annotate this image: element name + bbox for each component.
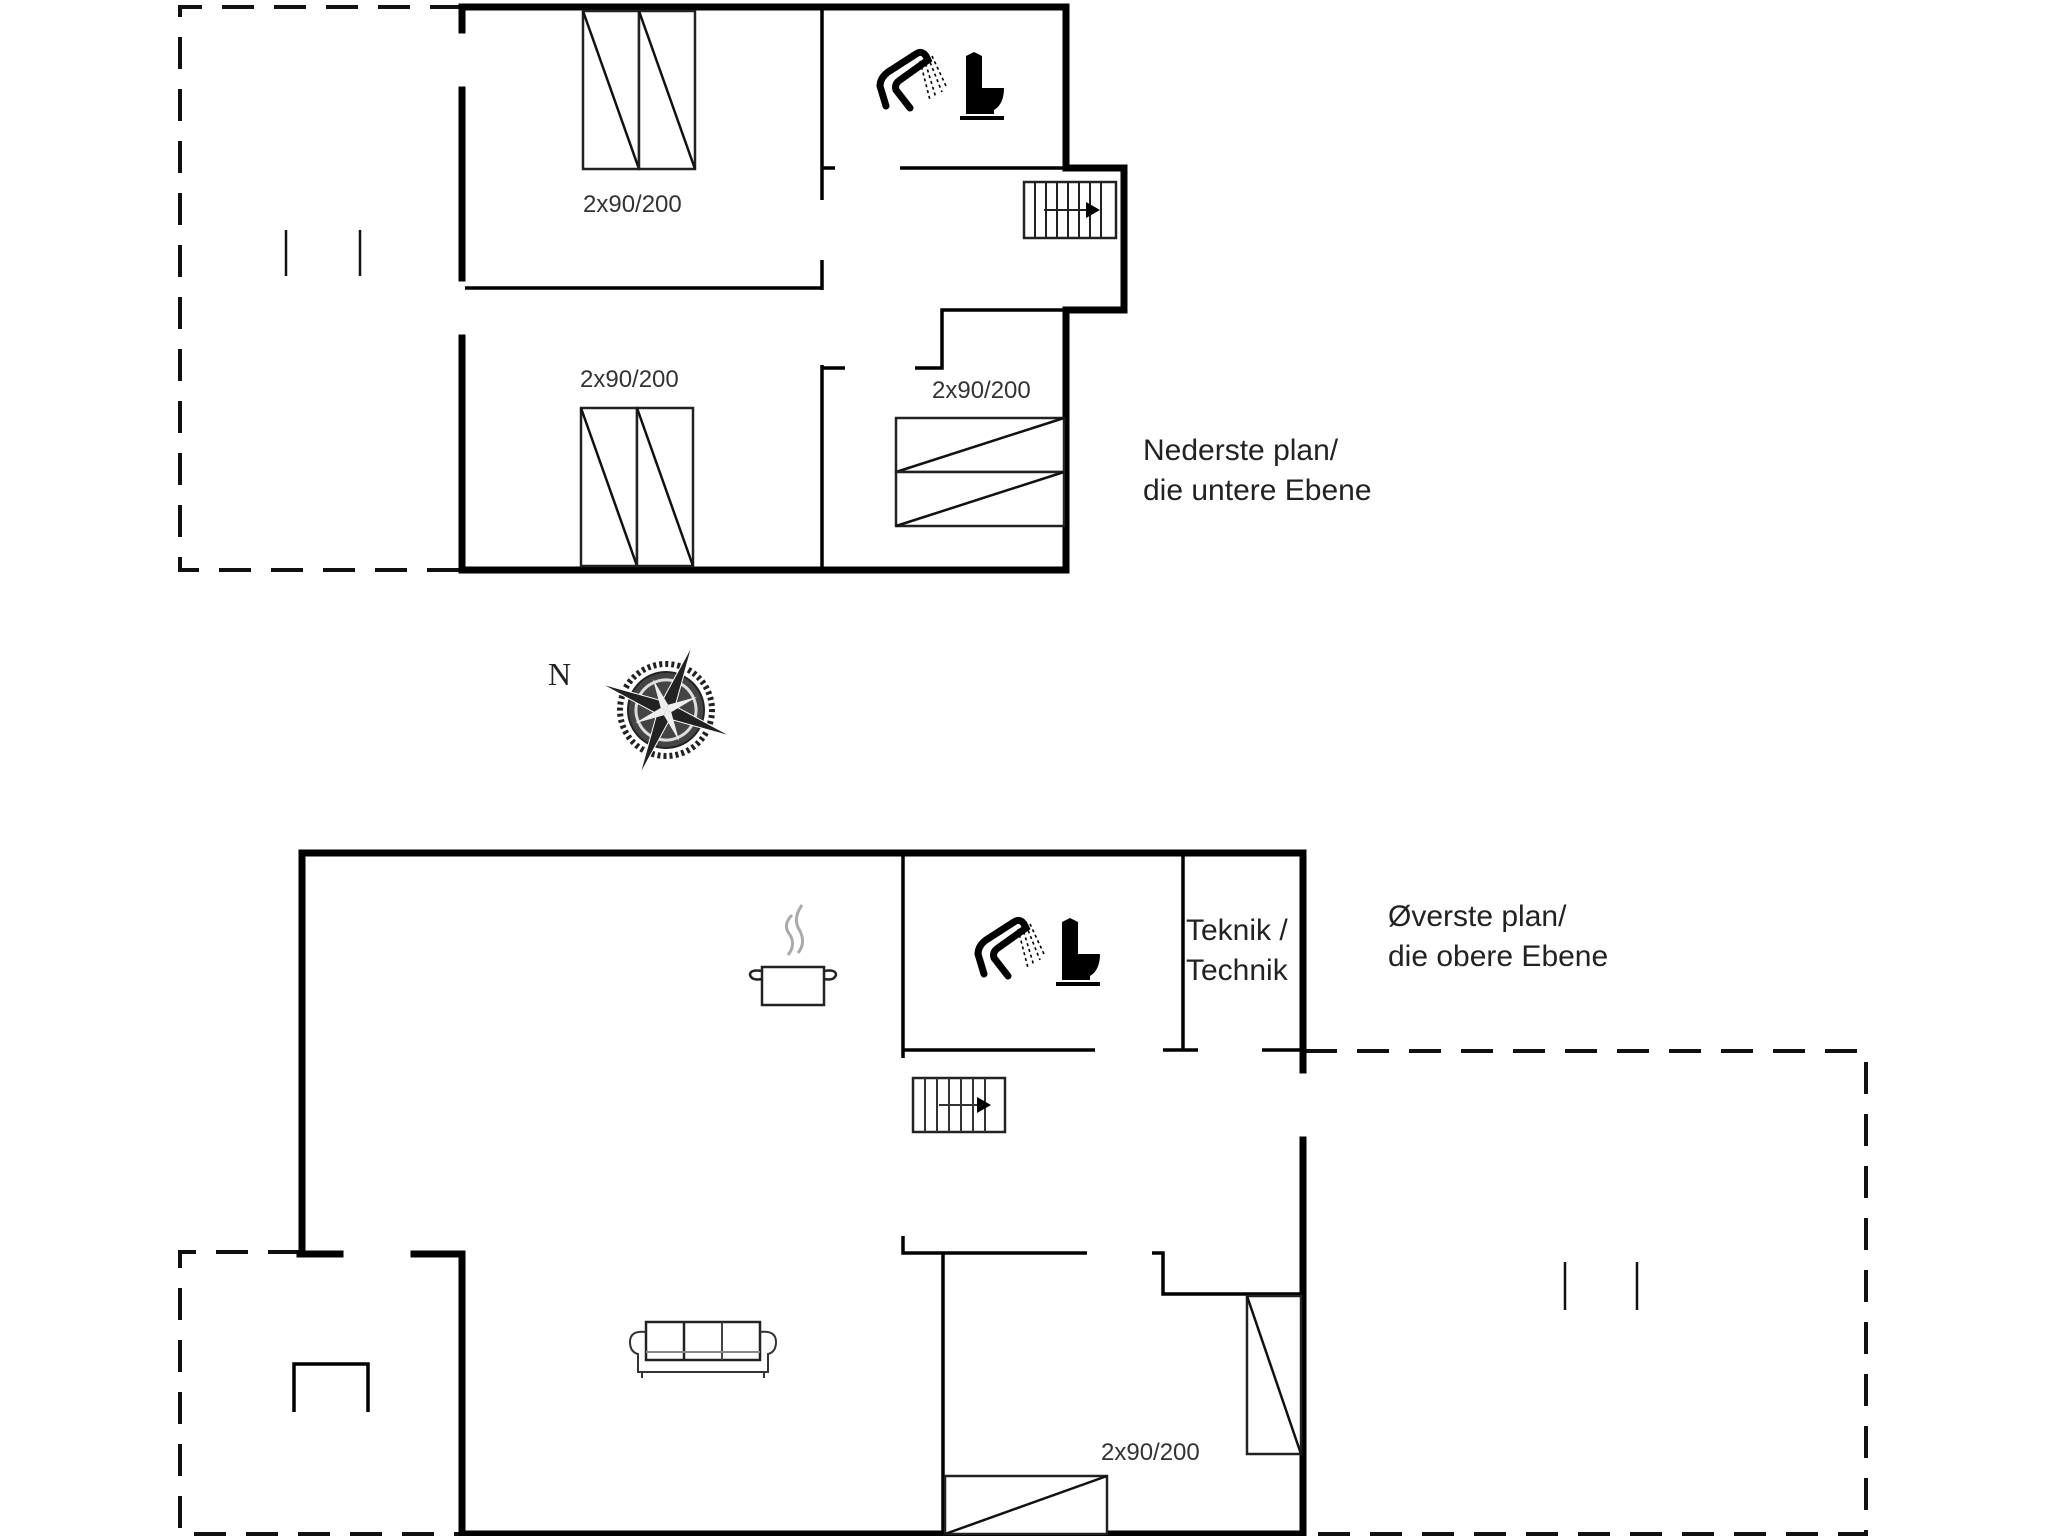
compass-north-label: N	[548, 656, 571, 692]
lower-exterior-walls	[458, 3, 1128, 574]
upper-exterior-walls	[296, 849, 1307, 1536]
compass-rose-icon	[600, 644, 732, 776]
shower-icon	[974, 916, 1045, 980]
carport-icon	[292, 1362, 370, 1412]
lower-level-plan: 2x90/200 2x90/200 2x90/200	[178, 3, 1372, 574]
bed-size-label: 2x90/200	[583, 191, 682, 218]
toilet-icon	[960, 52, 1004, 120]
staircase-icon	[1022, 180, 1118, 240]
lower-bedroom-3-beds: 2x90/200	[894, 377, 1066, 528]
sofa-icon	[628, 1320, 778, 1378]
lower-level-label-line2: die untere Ebene	[1143, 474, 1372, 507]
upper-interior-walls	[901, 856, 1300, 1532]
toilet-icon	[1056, 918, 1100, 986]
kitchen-pot-icon	[748, 904, 838, 1007]
upper-bedroom-beds: 2x90/200	[943, 1294, 1303, 1536]
shower-icon	[876, 48, 947, 112]
lower-bedroom-2-beds: 2x90/200	[579, 366, 695, 568]
compass: N	[548, 644, 732, 776]
upper-left-carport	[178, 1250, 460, 1536]
lower-interior-walls	[465, 10, 1066, 567]
technik-room-label-line2: Technik	[1186, 954, 1289, 987]
bed-size-label: 2x90/200	[580, 366, 679, 393]
upper-level-label-line2: die obere Ebene	[1388, 940, 1608, 973]
upper-level-plan: Teknik / Technik 2x9	[178, 849, 1868, 1536]
upper-level-label-line1: Øverste plan/	[1388, 900, 1567, 933]
bed-size-label: 2x90/200	[932, 377, 1031, 404]
technik-room-label-line1: Teknik /	[1186, 914, 1288, 947]
staircase-icon	[911, 1076, 1007, 1134]
upper-right-terrace	[1305, 1049, 1868, 1536]
bed-size-label: 2x90/200	[1101, 1439, 1200, 1466]
lower-bedroom-1-beds: 2x90/200	[581, 9, 697, 218]
lower-terrace	[178, 5, 462, 572]
lower-level-label-line1: Nederste plan/	[1143, 434, 1339, 467]
